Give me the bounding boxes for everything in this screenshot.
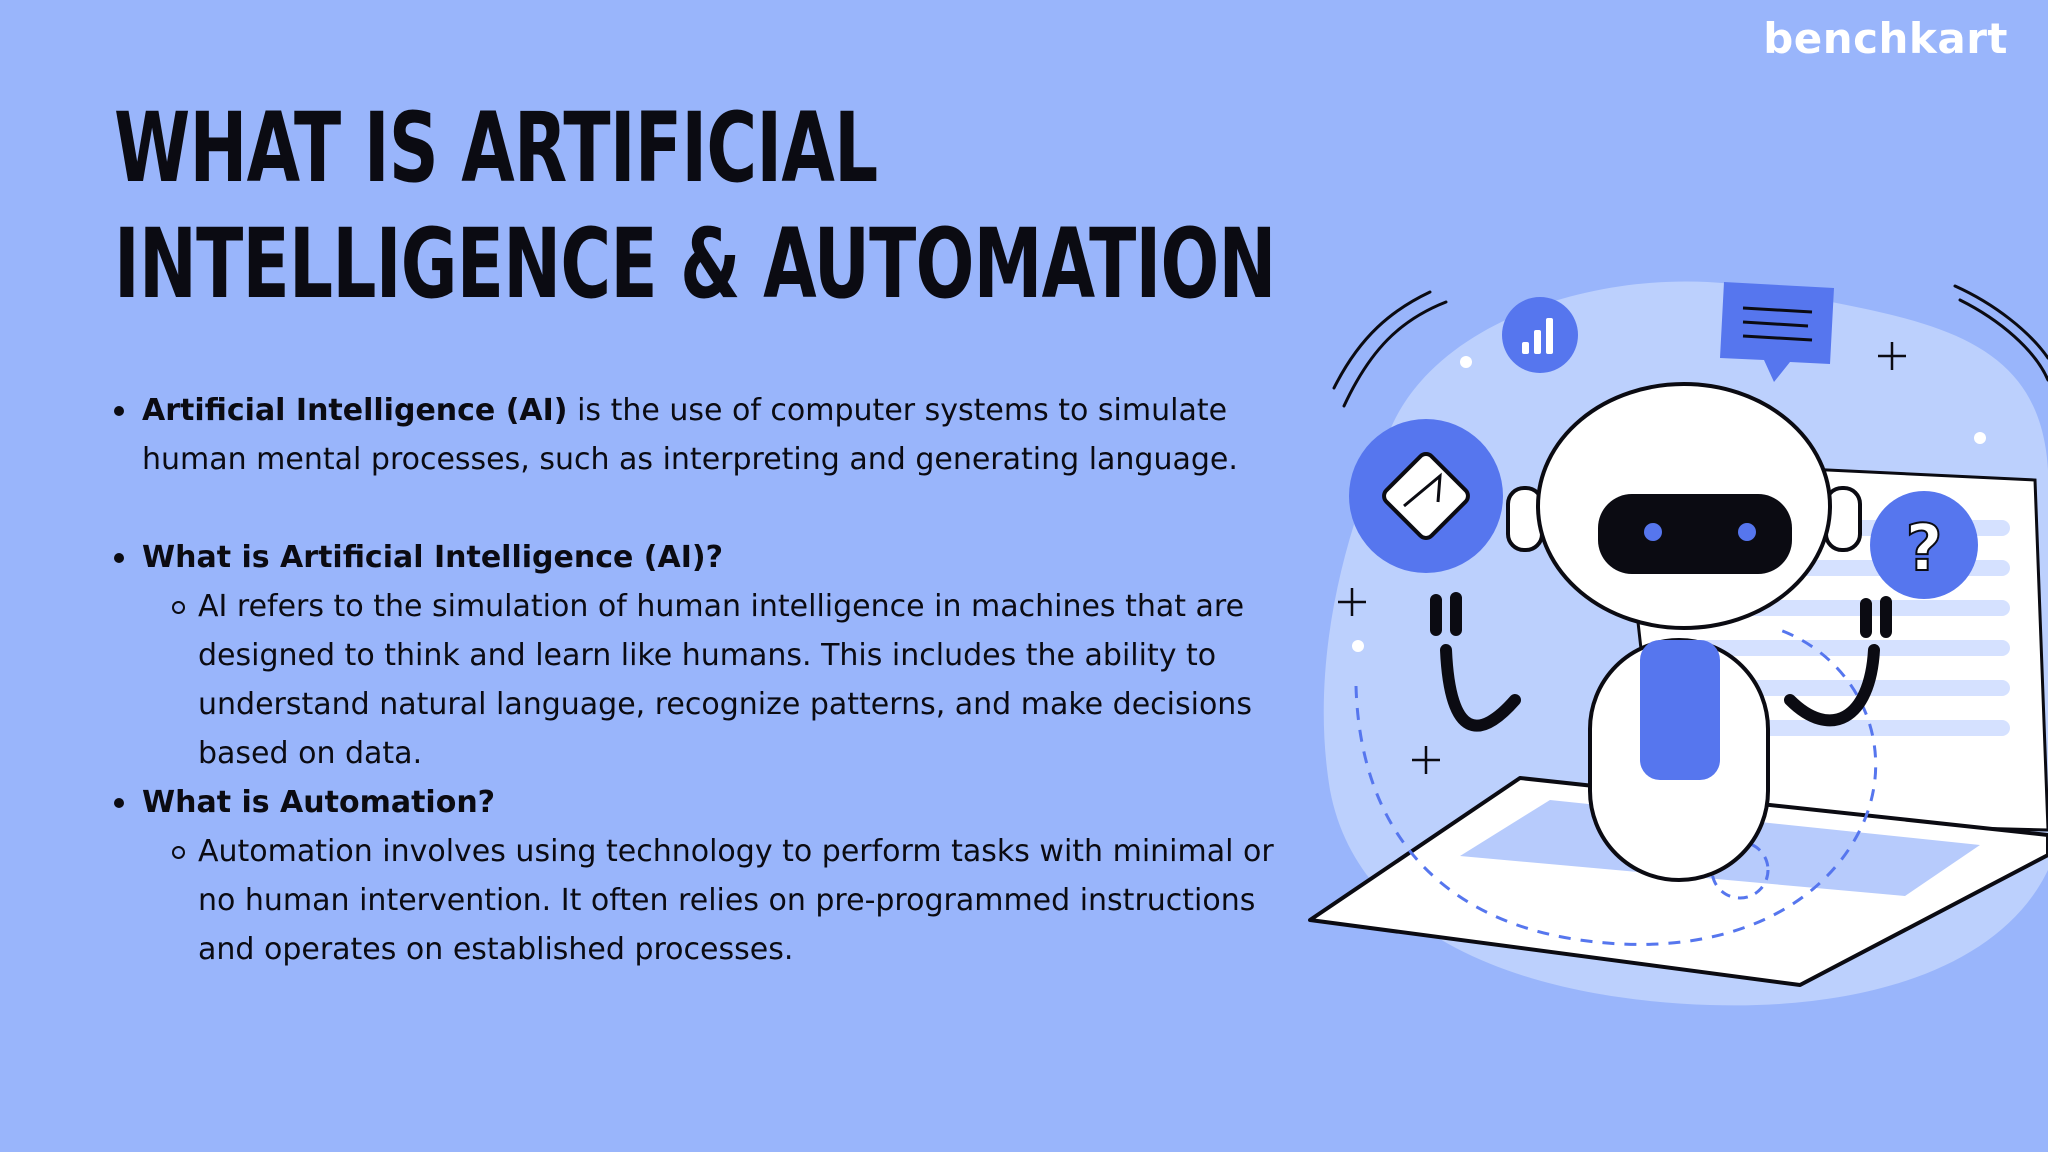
title-line-2: INTELLIGENCE & AUTOMATION (114, 208, 1276, 320)
chat-bubble-icon (1720, 282, 1834, 382)
sparkle-icon (1338, 342, 1906, 774)
dashed-orbit (1354, 628, 1878, 946)
sub-bullet-ai: AI refers to the simulation of human int… (172, 582, 1290, 778)
title-line-1: WHAT IS ARTIFICIAL (114, 92, 878, 204)
content-list: Artificial Intelligence (AI) is the use … (110, 386, 1290, 974)
robot-illustration: ? (1308, 281, 2048, 1006)
bullet-ai-definition: Artificial Intelligence (AI) is the use … (110, 386, 1290, 484)
bullet-heading: What is Automation? (142, 785, 496, 820)
bullet-what-is-ai: What is Artificial Intelligence (AI)? AI… (110, 533, 1290, 778)
bullet-heading: What is Artificial Intelligence (AI)? (142, 540, 723, 575)
chart-icon (1502, 297, 1578, 373)
svg-text:?: ? (1905, 512, 1942, 586)
question-icon: ? (1870, 491, 1978, 599)
bullet-text: is the use of computer systems to simula… (142, 393, 1238, 477)
robot-icon (1430, 382, 1892, 882)
page-title: WHAT IS ARTIFICIAL INTELLIGENCE & AUTOMA… (114, 90, 1276, 322)
brand-logo: benchkart (1763, 14, 2008, 63)
envelope-icon (1349, 419, 1503, 573)
bullet-what-is-automation: What is Automation? Automation involves … (110, 778, 1290, 974)
bullet-bold-term: Artificial Intelligence (AI) (142, 393, 568, 428)
motion-lines-icon (1332, 290, 1448, 408)
sub-bullet-automation: Automation involves using technology to … (172, 827, 1290, 974)
motion-lines-icon (1953, 284, 2048, 382)
